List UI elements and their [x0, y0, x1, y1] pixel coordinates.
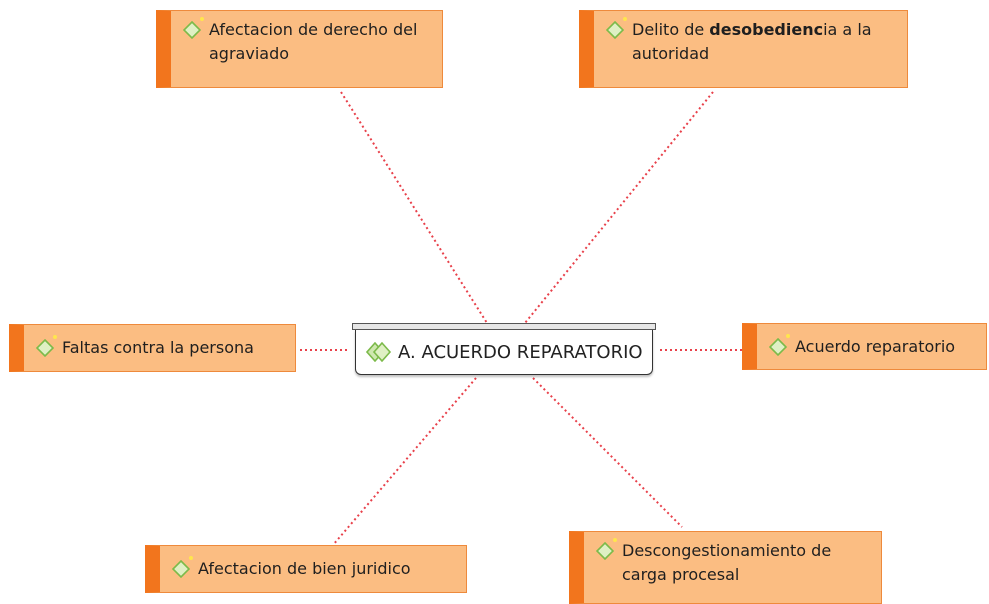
- diamond-icon: [606, 17, 627, 39]
- node-label-line1: Descongestionamiento de: [622, 541, 832, 560]
- node-label-emphasis: desobedienc: [709, 20, 824, 39]
- node-label: Faltas contra la persona: [62, 338, 254, 357]
- diamond-icon: [183, 17, 204, 39]
- central-topic-header-bar: [352, 323, 656, 330]
- node-descongestionamiento[interactable]: Descongestionamiento de carga procesal: [569, 531, 882, 604]
- connector-bottom-left: [332, 377, 477, 546]
- node-label-line1: Afectacion de derecho del: [209, 20, 418, 39]
- diamond-icon: [596, 538, 617, 560]
- node-afectacion-derecho[interactable]: Afectacion de derecho del agraviado: [156, 10, 443, 88]
- node-acuerdo-reparatorio[interactable]: Acuerdo reparatorio: [742, 323, 987, 370]
- connector-top-right: [524, 91, 714, 324]
- node-label-line1: Delito de desobediencia a la: [632, 18, 872, 42]
- node-label-line2: carga procesal: [622, 565, 740, 584]
- double-diamond-icon: [366, 342, 392, 362]
- connector-top-left: [340, 91, 488, 324]
- node-label-line2: autoridad: [632, 44, 710, 63]
- central-topic-box[interactable]: A. ACUERDO REPARATORIO: [355, 330, 653, 375]
- central-topic[interactable]: A. ACUERDO REPARATORIO: [352, 323, 656, 376]
- node-label: Afectacion de derecho del agraviado: [209, 18, 417, 66]
- connector-bottom-right: [532, 377, 683, 528]
- node-delito-desobediencia[interactable]: Delito de desobediencia a la autoridad: [579, 10, 908, 88]
- node-label-line2: agraviado: [209, 44, 290, 63]
- node-faltas-persona[interactable]: Faltas contra la persona: [9, 324, 296, 372]
- node-label: Afectacion de bien juridico: [198, 559, 411, 578]
- diamond-icon: [769, 333, 790, 356]
- central-topic-title: A. ACUERDO REPARATORIO: [398, 341, 643, 363]
- node-label-suffix: ia a la: [823, 20, 872, 39]
- node-afectacion-bien[interactable]: Afectacion de bien juridico: [145, 545, 467, 593]
- diamond-icon: [36, 335, 57, 357]
- node-label: Descongestionamiento de carga procesal: [622, 539, 831, 587]
- node-label-prefix: Delito de: [632, 20, 710, 39]
- diamond-icon: [172, 556, 193, 578]
- node-label: Acuerdo reparatorio: [795, 336, 956, 356]
- node-label: Delito de desobediencia a la autoridad: [632, 18, 872, 66]
